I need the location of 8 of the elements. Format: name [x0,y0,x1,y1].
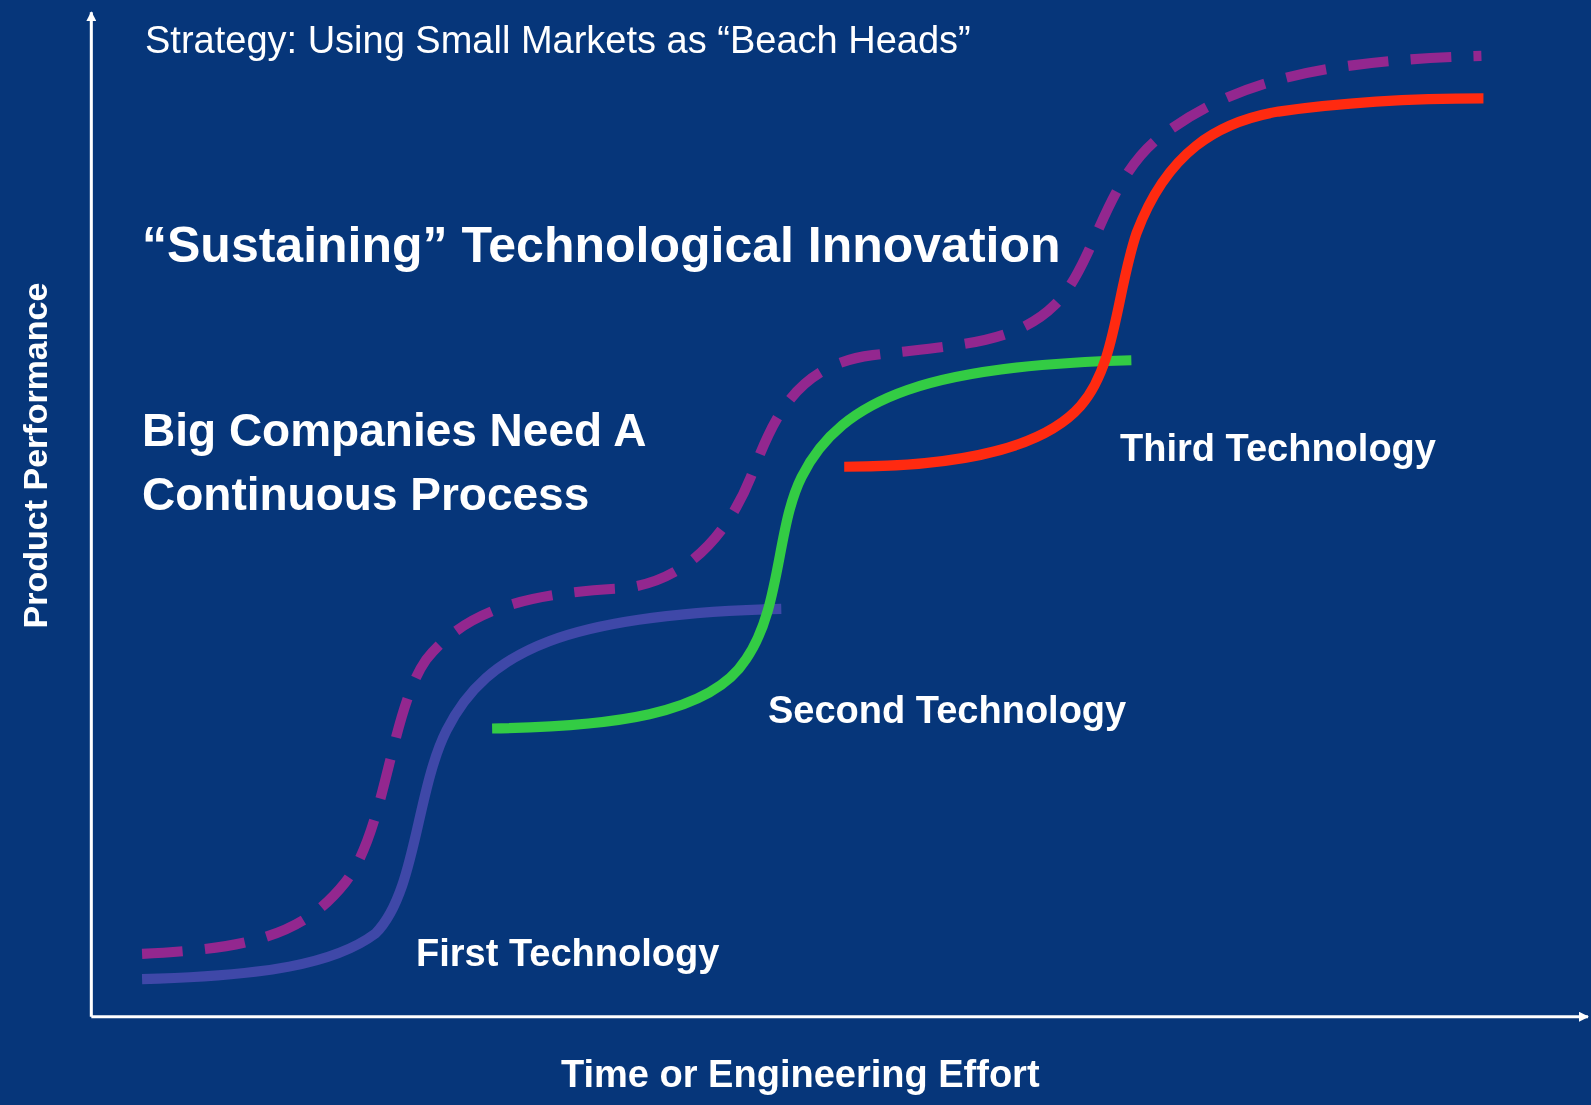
axis-label: Time or Engineering Effort [561,1052,1040,1097]
title: Strategy: Using Small Markets as “Beach Heads” [145,18,971,63]
curve-label: First Technology [416,931,720,976]
annotation-text: Big Companies Need A Continuous Process [142,403,646,522]
axis-label: Product Performance [14,281,55,631]
annotation-text: “Sustaining” Technological Innovation [142,216,1061,275]
curve-label: Third Technology [1120,426,1436,471]
curve-label: Second Technology [768,688,1127,733]
